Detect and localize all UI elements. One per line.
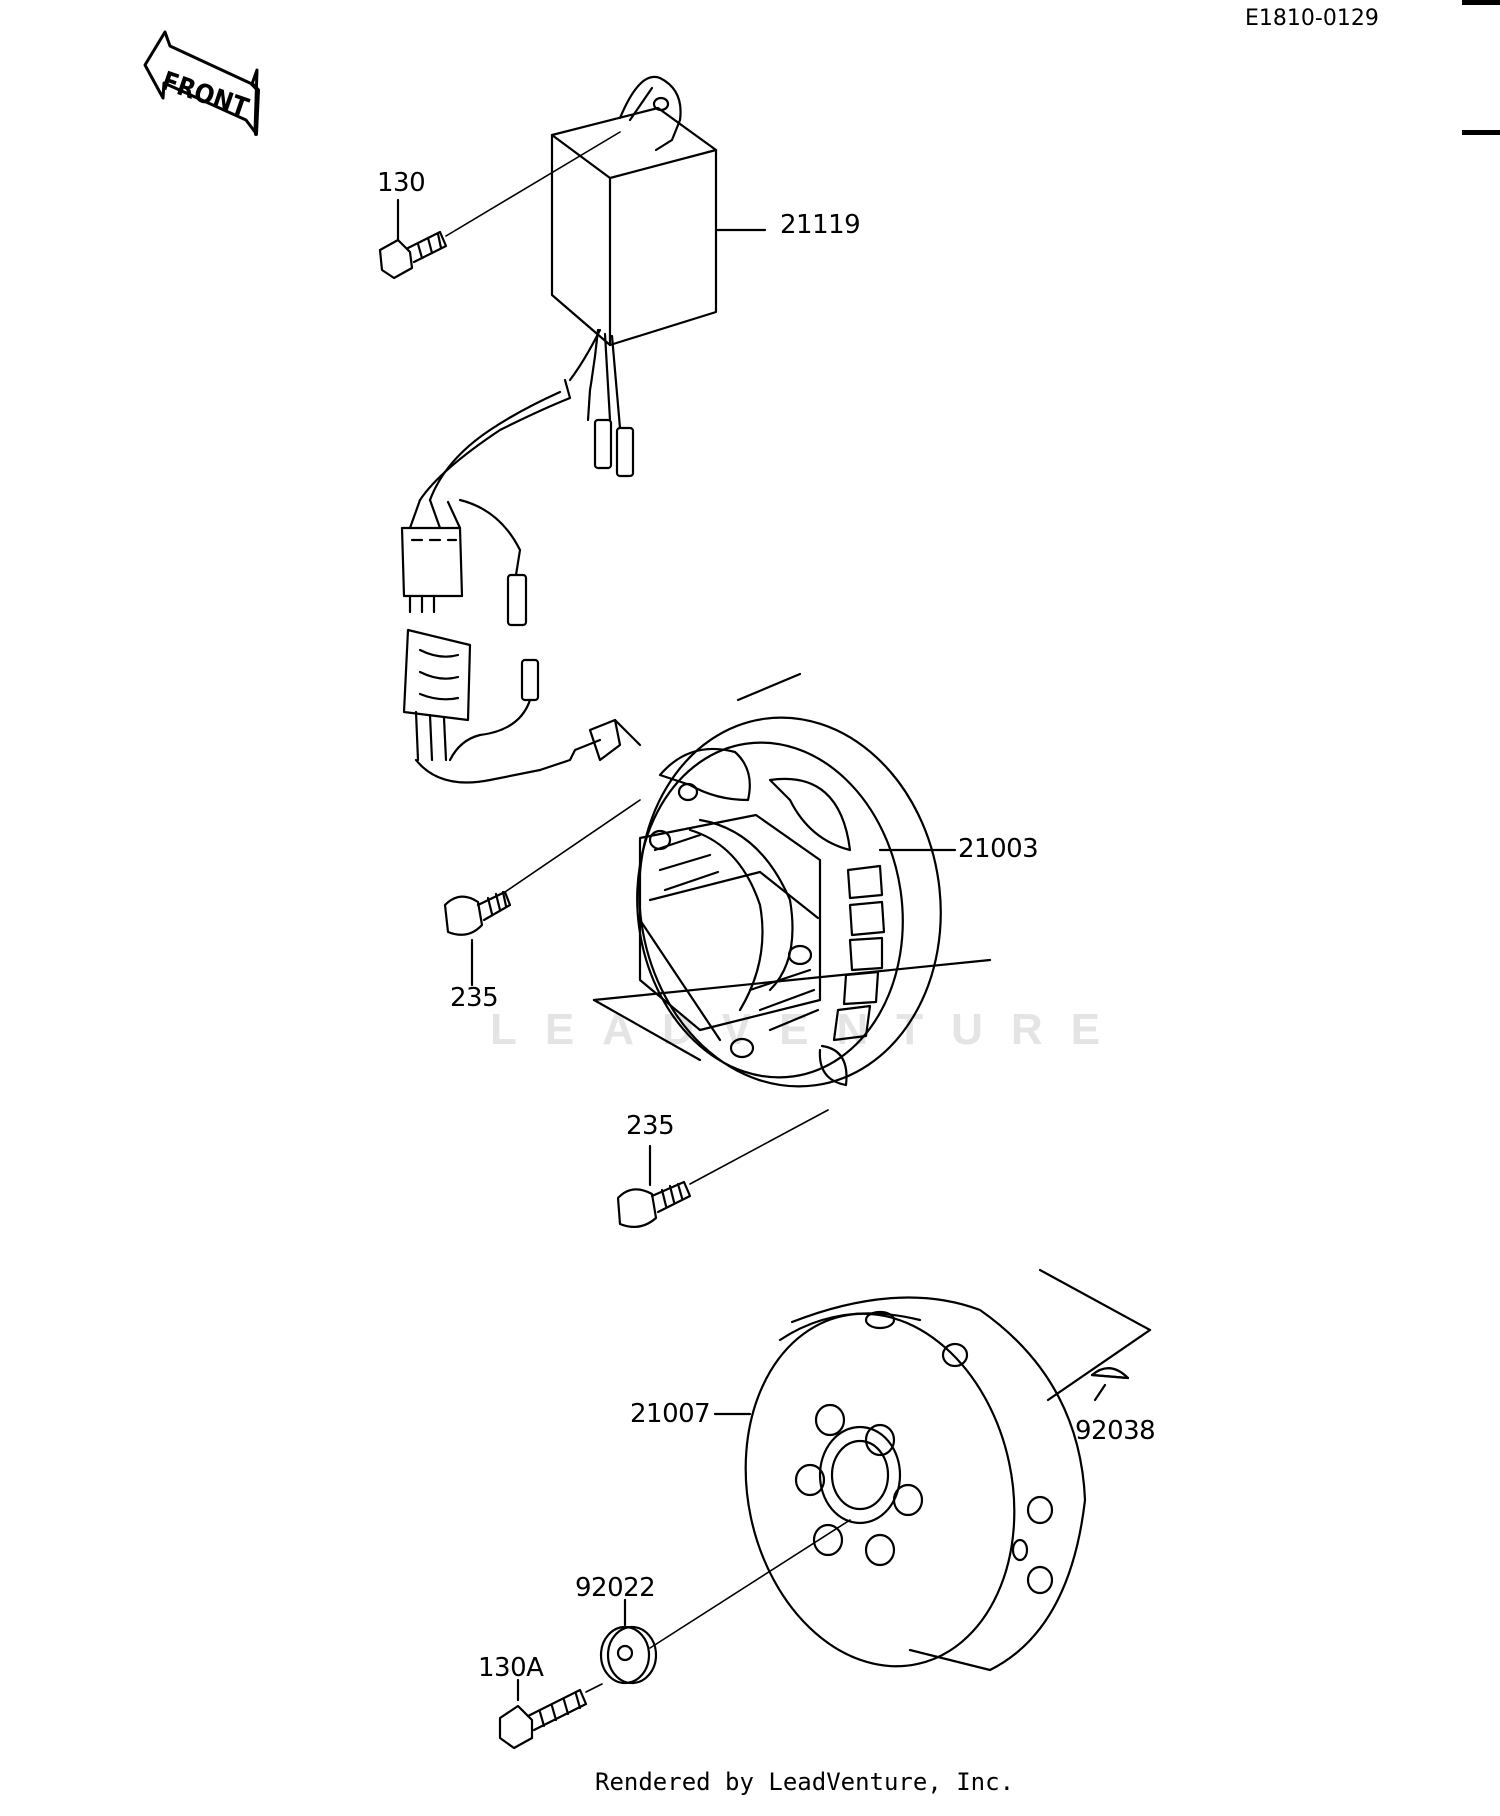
washer-92022 (599, 1519, 851, 1685)
edge-mark-top (1462, 0, 1500, 5)
front-arrow-icon: FRONT (143, 30, 260, 136)
callout-130a: 130A (478, 1653, 544, 1683)
diagram-id: E1810-0129 (1245, 6, 1379, 31)
bolt-130a (498, 1678, 603, 1750)
footer-credit: Rendered by LeadVenture, Inc. (595, 1768, 1015, 1796)
bolt-130-upper (378, 131, 621, 280)
leader-92038 (1093, 1383, 1107, 1402)
front-arrow-label: FRONT (158, 66, 252, 123)
callout-92038: 92038 (1075, 1416, 1156, 1446)
callout-21007: 21007 (630, 1399, 711, 1429)
callout-235-upper: 235 (450, 983, 499, 1013)
flywheel-rotor (744, 1268, 1152, 1672)
screw-235-lower (616, 1109, 829, 1229)
callout-130: 130 (377, 168, 426, 198)
stator-assembly (592, 672, 992, 1088)
cdi-unit (550, 75, 718, 347)
edge-mark-middle (1462, 130, 1500, 135)
callout-92022: 92022 (575, 1573, 656, 1603)
watermark: LEADVENTURE (490, 1005, 1129, 1054)
cdi-wires (400, 328, 642, 784)
callout-21003: 21003 (958, 834, 1039, 864)
screw-235-upper (443, 799, 641, 987)
callout-21119: 21119 (780, 210, 861, 240)
woodruff-key-92038 (1090, 1367, 1130, 1380)
callout-235-lower: 235 (626, 1111, 675, 1141)
